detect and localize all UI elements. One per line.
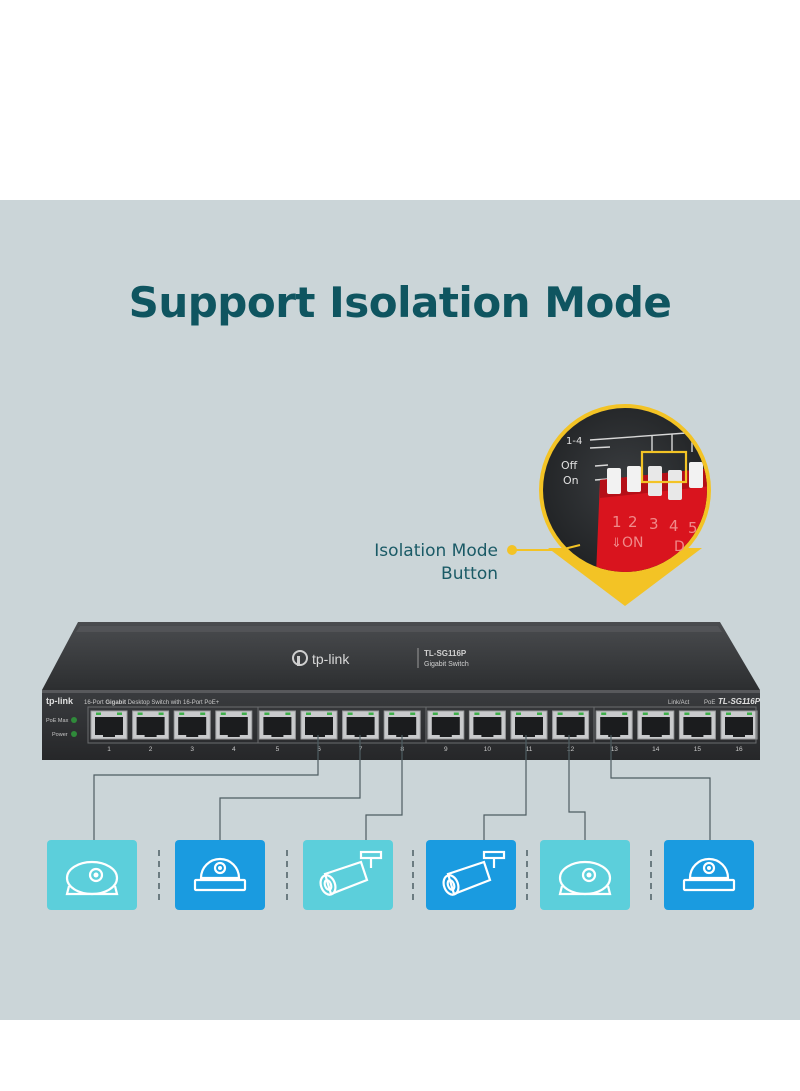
dome-camera-icon — [65, 860, 119, 896]
bullet-camera-icon — [319, 850, 383, 896]
callout-line-1: Isolation Mode — [374, 541, 498, 561]
dip-arrow: ⇓ — [611, 536, 622, 551]
dip-switch-zoom — [539, 404, 711, 576]
switch-brand-top: tp-link — [312, 651, 350, 667]
dip-number-1: 1 — [612, 513, 622, 531]
callout-line-2: Button — [441, 564, 498, 584]
page-title: Support Isolation Mode — [128, 278, 672, 327]
link-act-label: Link/Act — [668, 700, 690, 706]
connection-lines — [93, 735, 711, 842]
dip-on-label: On — [563, 474, 579, 487]
poe-label: PoE — [704, 700, 715, 706]
port-number-15: 15 — [694, 746, 702, 753]
ethernet-port-3 — [173, 710, 211, 740]
separator — [650, 850, 652, 900]
callout-line — [512, 544, 581, 551]
separator — [286, 850, 288, 900]
device-tile-6 — [664, 840, 754, 910]
port-number-1: 1 — [107, 746, 111, 753]
switch-top — [42, 622, 760, 690]
ethernet-port-16 — [720, 710, 758, 740]
ethernet-port-15 — [678, 710, 716, 740]
port-number-11: 11 — [526, 746, 533, 753]
port-number-13: 13 — [611, 746, 619, 753]
separator — [412, 850, 414, 900]
dome-camera-ceiling-icon — [682, 857, 736, 892]
separator — [158, 850, 160, 900]
device-tile-5 — [540, 840, 630, 910]
network-switch — [42, 622, 760, 760]
dome-camera-icon — [558, 860, 612, 896]
port-number-4: 4 — [232, 746, 236, 753]
port-number-7: 7 — [359, 746, 363, 753]
dip-group-label: 1-4 — [566, 436, 582, 447]
port-number-3: 3 — [190, 746, 194, 753]
port-array — [90, 710, 758, 740]
ethernet-port-9 — [427, 710, 465, 740]
ethernet-port-5 — [258, 710, 296, 740]
port-number-5: 5 — [276, 746, 280, 753]
switch-model-sub: Gigabit Switch — [424, 661, 469, 668]
ethernet-port-13 — [595, 710, 633, 740]
device-tile-2 — [175, 840, 265, 910]
ethernet-port-7 — [342, 710, 380, 740]
switch-model-front: TL-SG116P — [718, 697, 761, 706]
port-number-12: 12 — [567, 746, 575, 753]
tp-link-logo — [292, 650, 308, 666]
ethernet-port-10 — [468, 710, 506, 740]
device-tile-3 — [303, 840, 393, 910]
poe-max-label: PoE Max — [46, 718, 69, 724]
ethernet-port-2 — [132, 710, 170, 740]
power-led — [71, 731, 77, 737]
dip-off-label: Off — [561, 459, 578, 472]
device-tile-1 — [47, 840, 137, 910]
ethernet-port-8 — [383, 710, 421, 740]
separator — [526, 850, 528, 900]
port-number-2: 2 — [149, 746, 153, 753]
port-number-10: 10 — [484, 746, 492, 753]
ethernet-port-11 — [510, 710, 548, 740]
port-number-14: 14 — [652, 746, 660, 753]
switch-description: 16-Port Gigabit Desktop Switch with 16-P… — [84, 700, 220, 706]
dip-number-5: 5 — [688, 519, 698, 537]
port-number-9: 9 — [444, 746, 448, 753]
dip-partial-text: D — [674, 539, 685, 555]
ethernet-port-1 — [90, 710, 128, 740]
power-label: Power — [52, 732, 68, 738]
callout-label: Isolation Mode Button — [374, 540, 498, 586]
bullet-camera-icon — [442, 850, 506, 896]
dip-number-2: 2 — [628, 513, 638, 531]
dip-number-4: 4 — [669, 517, 679, 535]
ethernet-port-14 — [637, 710, 675, 740]
poe-max-led — [71, 717, 77, 723]
port-number-6: 6 — [317, 746, 321, 753]
port-number-16: 16 — [735, 746, 743, 753]
ethernet-port-6 — [300, 710, 338, 740]
switch-brand-front: tp-link — [46, 696, 74, 706]
ethernet-port-12 — [552, 710, 590, 740]
dip-on-text: ON — [622, 535, 644, 551]
switch-model-top: TL-SG116P — [424, 649, 467, 658]
dome-camera-ceiling-icon — [193, 857, 247, 892]
ethernet-port-4 — [215, 710, 253, 740]
dip-number-3: 3 — [649, 515, 659, 533]
device-tile-4 — [426, 840, 516, 910]
